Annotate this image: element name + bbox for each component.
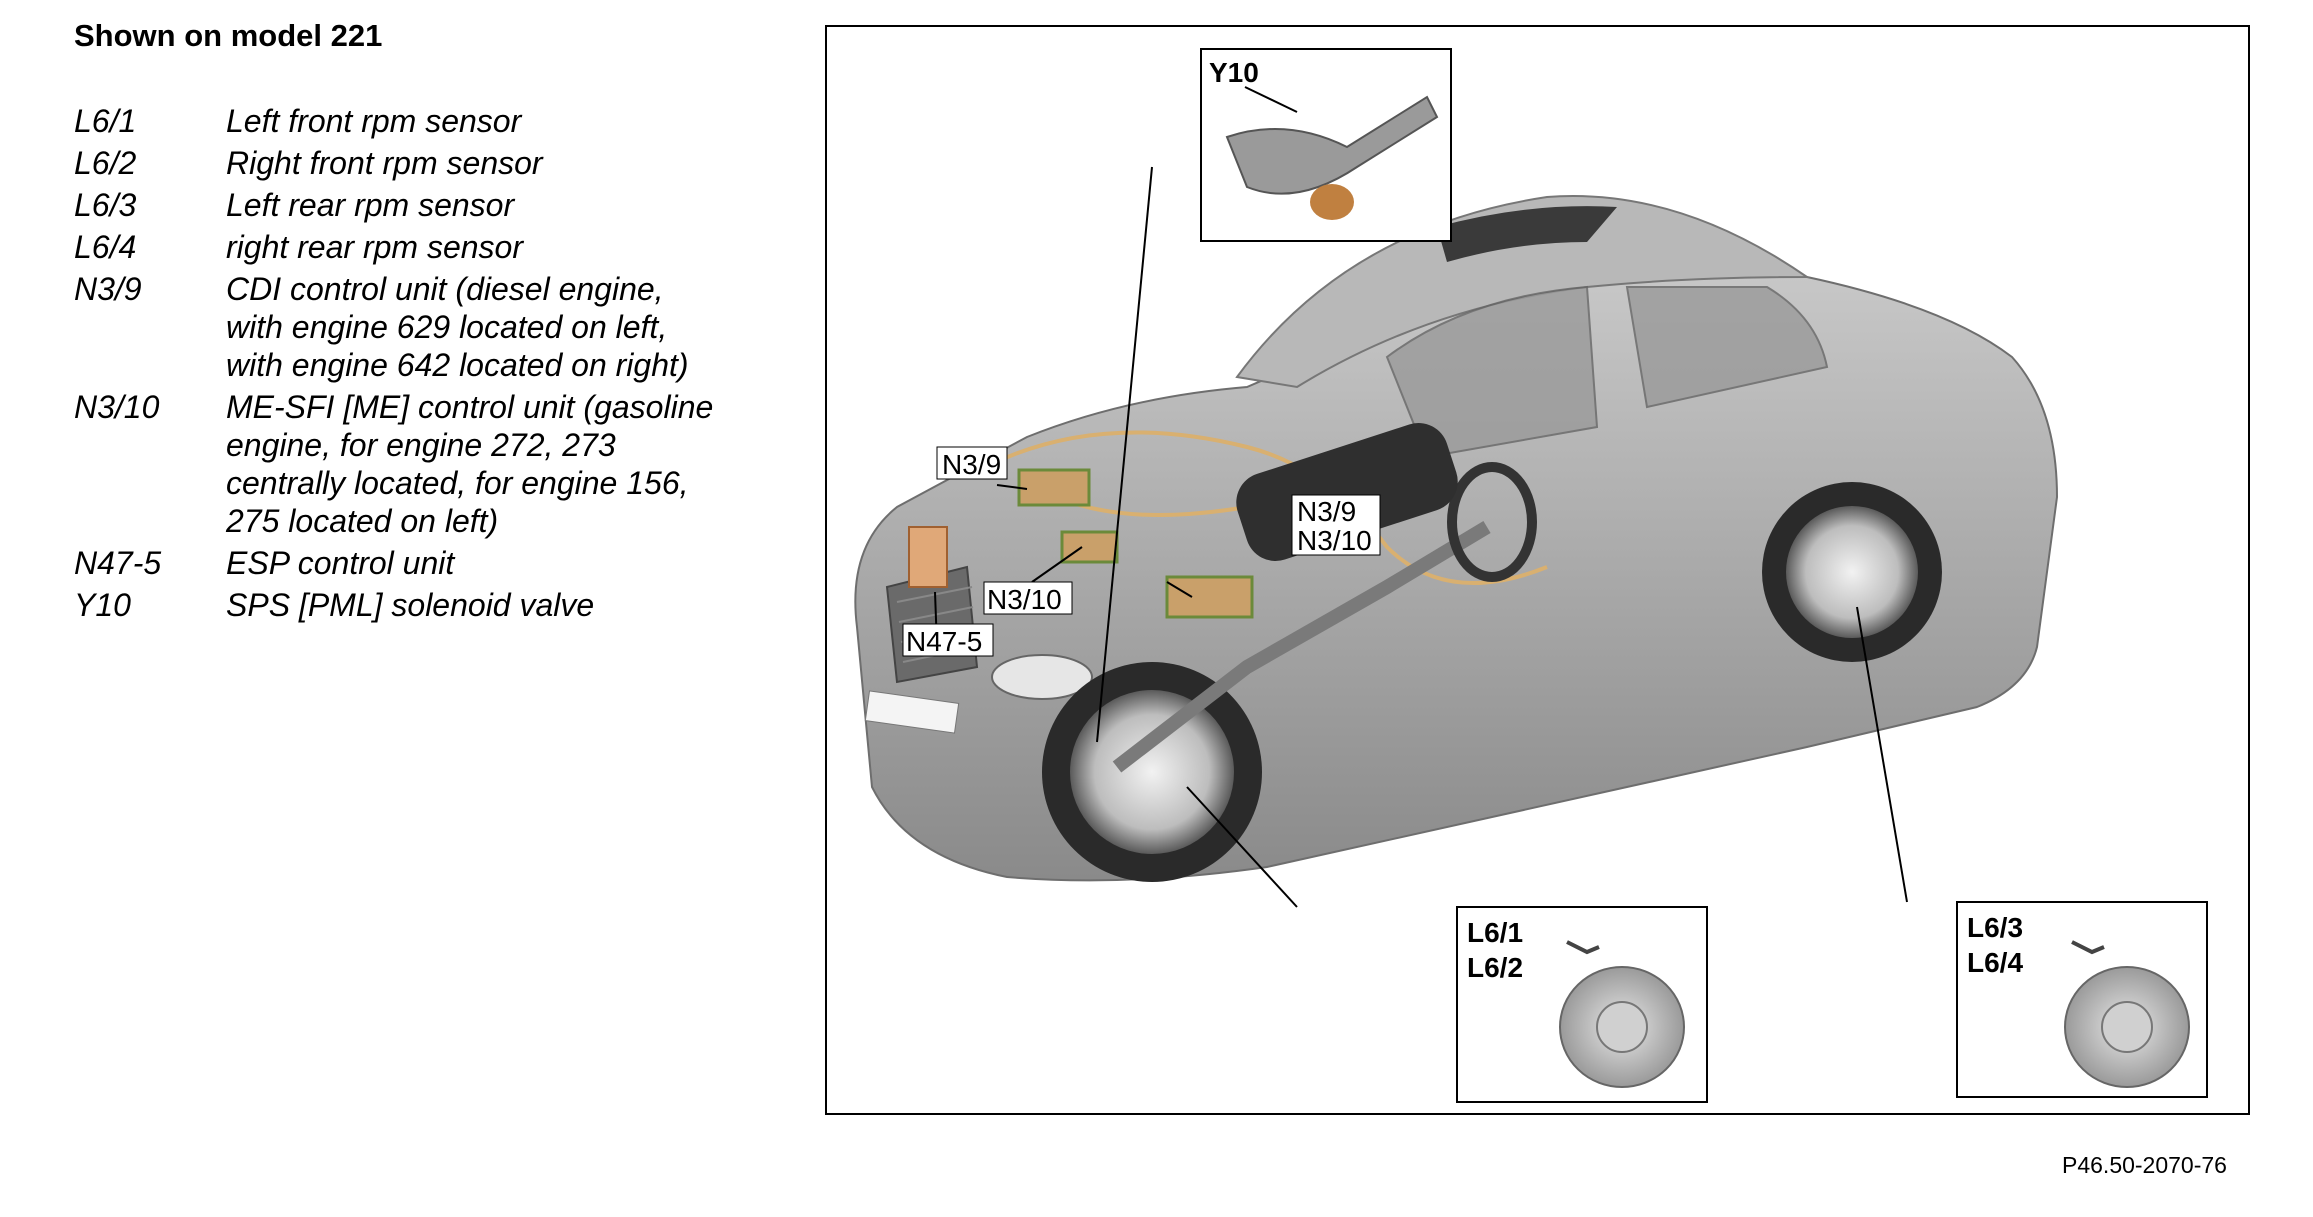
- figure-reference-code: P46.50-2070-76: [2062, 1152, 2227, 1178]
- callout-box-n3-9-right: [1291, 494, 1381, 556]
- legend-row-n47-5: N47-5 ESP control unit: [74, 544, 774, 582]
- front-sensor-leader: [1186, 786, 1298, 908]
- legend-code: L6/1: [74, 103, 137, 139]
- component-legend: L6/1 Left front rpm sensor L6/2 Right fr…: [74, 102, 774, 628]
- n3-9-left-leader: [996, 484, 1028, 490]
- rear-rim: [1786, 506, 1918, 638]
- legend-description: Left rear rpm sensor: [226, 187, 515, 223]
- inset-label-l6-1: L6/1: [1467, 917, 1523, 948]
- legend-row-y10: Y10 SPS [PML] solenoid valve: [74, 586, 774, 624]
- control-unit-n3-9-right: [1165, 575, 1254, 619]
- control-unit-n3-10-center: [1060, 530, 1119, 564]
- rpm-sensor-illustration: [2071, 940, 2105, 955]
- legend-description: Right front rpm sensor: [226, 145, 543, 181]
- y10-inset: Y10: [1200, 48, 1452, 242]
- rear-rpm-sensor-inset: L6/3 L6/4: [1956, 901, 2208, 1098]
- legend-description: right rear rpm sensor: [226, 229, 523, 265]
- legend-row-l6-3: L6/3 Left rear rpm sensor: [74, 186, 774, 224]
- steering-wheel: [1447, 462, 1537, 582]
- rear-sensor-leader: [1856, 606, 1908, 903]
- legend-description: SPS [PML] solenoid valve: [226, 587, 595, 623]
- front-rim: [1070, 690, 1234, 854]
- legend-code: L6/4: [74, 229, 137, 265]
- vehicle-figure: N3/9 N3/10 N47-5 N3/9 N3/10 Y10 L6/1 L6/…: [825, 25, 2250, 1115]
- headlight: [991, 654, 1093, 700]
- callout-box-n47-5: [902, 623, 994, 657]
- legend-code: Y10: [74, 587, 131, 623]
- sunroof: [1437, 206, 1617, 262]
- legend-code: N47-5: [74, 545, 162, 581]
- y10-leader: [1096, 166, 1153, 743]
- inset-label-y10: Y10: [1209, 57, 1259, 88]
- callout-n3-9-left: N3/9: [942, 449, 1001, 480]
- legend-row-l6-2: L6/2 Right front rpm sensor: [74, 144, 774, 182]
- inset-label-l6-2: L6/2: [1467, 952, 1523, 983]
- rpm-sensor-illustration: [1566, 940, 1600, 955]
- side-windows: [1385, 285, 1829, 459]
- callout-box-n3-10-lower: [983, 581, 1073, 615]
- legend-code: N3/10: [74, 389, 160, 425]
- n3-9-right-leader: [1166, 581, 1193, 598]
- car-illustration: [854, 195, 2059, 882]
- solenoid-valve-illustration: [1225, 95, 1439, 195]
- esp-control-unit: [908, 526, 948, 588]
- callout-box-n3-9-left: [936, 446, 1008, 480]
- legend-row-l6-1: L6/1 Left front rpm sensor: [74, 102, 774, 140]
- legend-description: CDI control unit (diesel engine, with en…: [226, 271, 689, 383]
- legend-description: Left front rpm sensor: [226, 103, 522, 139]
- front-rpm-sensor-inset: L6/1 L6/2: [1456, 906, 1708, 1103]
- callout-n3-10-right: N3/10: [1297, 525, 1372, 556]
- inset-label-l6-3: L6/3: [1967, 912, 2023, 943]
- legend-code: L6/2: [74, 145, 137, 181]
- license-plate: [864, 690, 960, 734]
- control-unit-n3-9-left: [1017, 468, 1091, 507]
- callout-n3-9-right: N3/9: [1297, 496, 1356, 527]
- legend-description: ME-SFI [ME] control unit (gasoline engin…: [226, 389, 714, 539]
- callout-n3-10-lower: N3/10: [987, 584, 1062, 615]
- legend-code: N3/9: [74, 271, 142, 307]
- n3-10-lower-leader: [1031, 546, 1083, 583]
- legend-row-n3-10: N3/10 ME-SFI [ME] control unit (gasoline…: [74, 388, 774, 540]
- legend-code: L6/3: [74, 187, 137, 223]
- legend-description: ESP control unit: [226, 545, 455, 581]
- callout-n47-5: N47-5: [906, 626, 982, 657]
- leader-lines: [934, 166, 1908, 908]
- legend-row-n3-9: N3/9 CDI control unit (diesel engine, wi…: [74, 270, 774, 384]
- page-title: Shown on model 221: [74, 18, 383, 53]
- legend-row-l6-4: L6/4 right rear rpm sensor: [74, 228, 774, 266]
- vehicle-illustration: N3/9 N3/10 N47-5 N3/9 N3/10 Y10 L6/1 L6/…: [854, 48, 2208, 1103]
- steering-column: [1112, 520, 1491, 773]
- inset-label-l6-4: L6/4: [1967, 947, 2023, 978]
